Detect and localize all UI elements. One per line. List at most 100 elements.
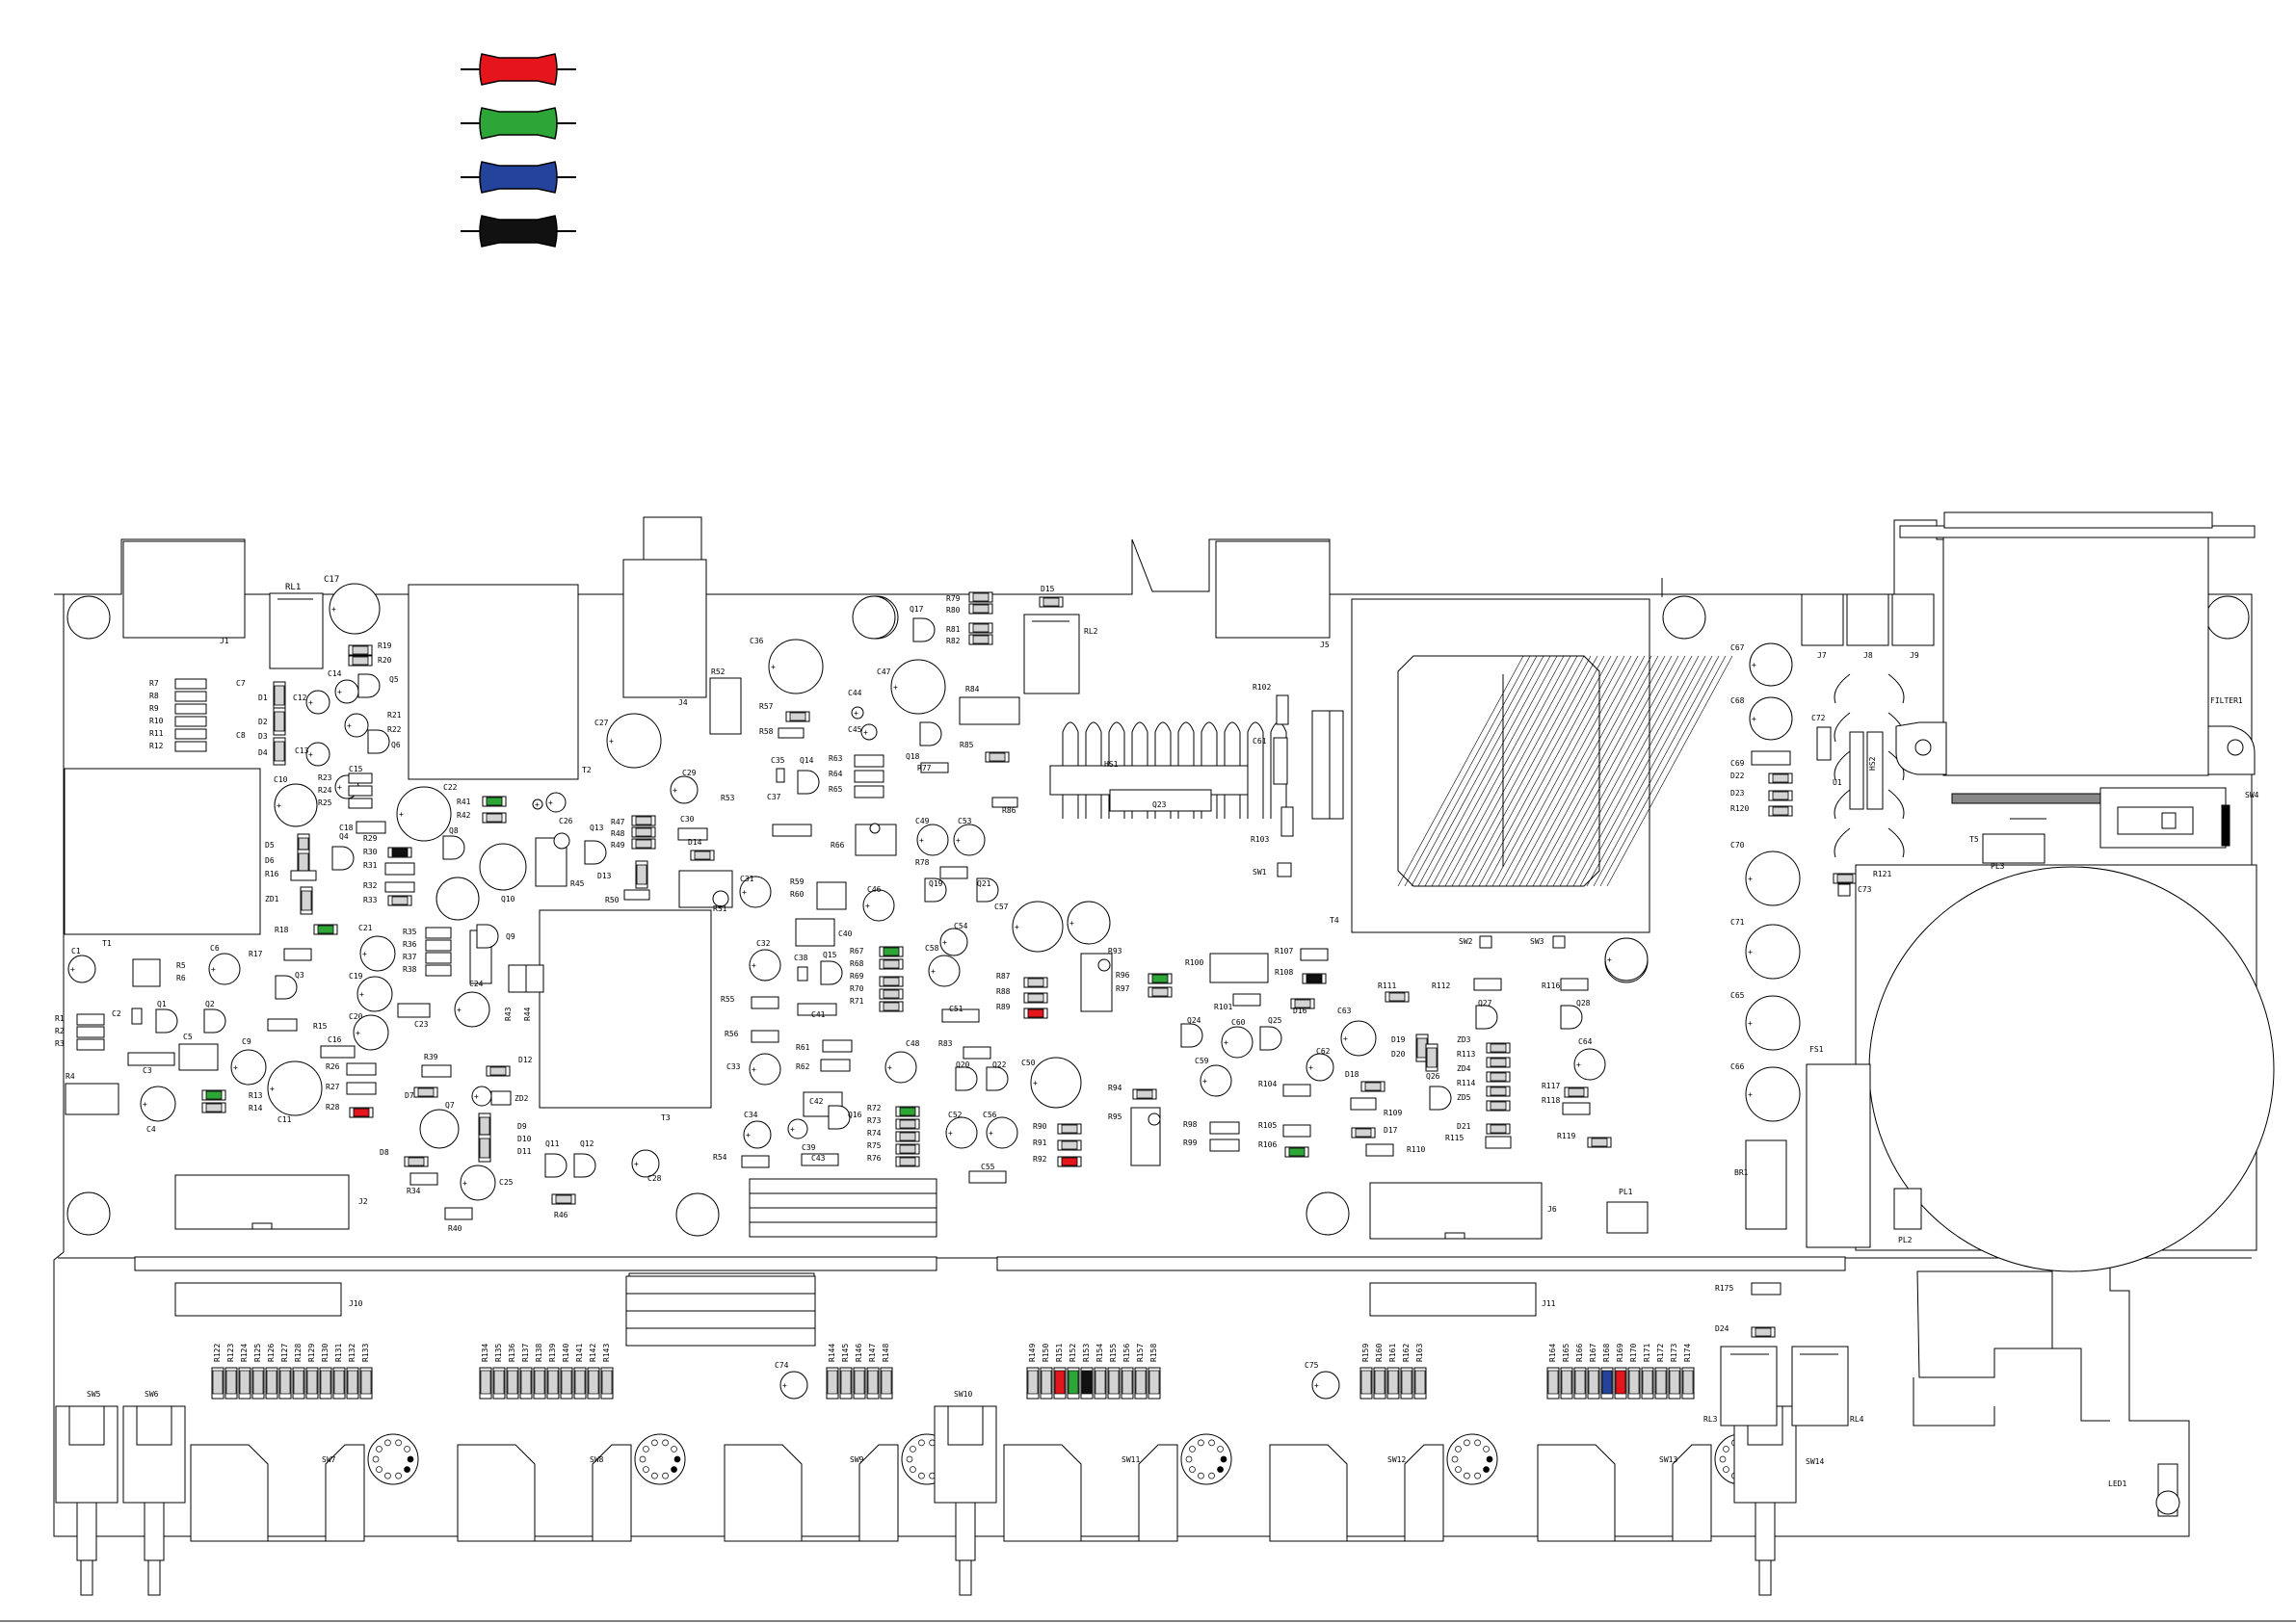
label-q14: Q14 xyxy=(800,756,814,765)
capacitor-c44: + xyxy=(851,706,864,720)
label-r84: R84 xyxy=(965,685,980,694)
label-q10: Q10 xyxy=(501,895,515,903)
bank-label-r125: R125 xyxy=(253,1344,262,1362)
label-q15: Q15 xyxy=(823,951,837,959)
mounting-hole xyxy=(675,1192,720,1237)
transistor-q1 xyxy=(155,1008,178,1034)
label-r77: R77 xyxy=(917,764,932,772)
bank-label-r158: R158 xyxy=(1149,1344,1158,1362)
resistor-r111 xyxy=(1385,991,1410,1003)
label-c29: C29 xyxy=(682,769,697,777)
capacitor-c63: + xyxy=(1340,1020,1377,1057)
resistor-r17 xyxy=(283,948,312,961)
label-q3: Q3 xyxy=(295,971,304,980)
capacitor-c61 xyxy=(1273,737,1288,785)
svg-text:+: + xyxy=(331,605,336,614)
transistor-q15 xyxy=(820,960,843,985)
svg-text:+: + xyxy=(1202,1077,1207,1086)
legend-resistor-green xyxy=(461,107,576,140)
rotary-switch-sw9 xyxy=(724,1433,953,1542)
bank-label-r164: R164 xyxy=(1548,1344,1557,1362)
svg-text:+: + xyxy=(347,721,352,730)
svg-text:+: + xyxy=(535,800,540,809)
capacitor-c48: + xyxy=(884,1051,917,1084)
label-q5: Q5 xyxy=(389,675,399,684)
label-j11: J11 xyxy=(1542,1299,1556,1308)
capacitor-c54: + xyxy=(939,928,968,956)
bank-resistor-r169 xyxy=(1614,1367,1627,1400)
capacitor-c4: + xyxy=(140,1086,176,1122)
label-r115: R115 xyxy=(1445,1134,1464,1142)
capacitor-c21a: + xyxy=(344,713,369,738)
label-c12: C12 xyxy=(293,694,307,702)
label-r21: R21 xyxy=(387,711,402,720)
regulator-r44 xyxy=(525,964,544,993)
bank-label-r131: R131 xyxy=(334,1344,343,1362)
label-r56: R56 xyxy=(725,1030,739,1038)
label-r45: R45 xyxy=(570,879,585,888)
diode-d14 xyxy=(690,850,715,861)
resistor-r3 xyxy=(76,1038,105,1051)
connector-pl1 xyxy=(1606,1201,1649,1234)
capacitor-c71: + xyxy=(1745,924,1801,980)
resistor-r36 xyxy=(425,939,452,952)
svg-text:+: + xyxy=(948,1129,953,1138)
transistor-q27 xyxy=(1475,1005,1498,1030)
label-c55: C55 xyxy=(981,1163,995,1171)
bank-label-r170: R170 xyxy=(1629,1344,1638,1362)
transistor-q4 xyxy=(331,846,355,871)
label-r82: R82 xyxy=(946,637,961,645)
bank-label-r145: R145 xyxy=(841,1344,850,1362)
label-sw7: SW7 xyxy=(322,1455,336,1464)
connector-j1 xyxy=(122,540,246,639)
transistor-q3 xyxy=(275,975,298,1000)
rotary-switch-sw11 xyxy=(1003,1433,1232,1542)
label-c35: C35 xyxy=(771,756,785,765)
capacitor-c21: + xyxy=(359,935,396,972)
label-c61: C61 xyxy=(1253,737,1267,746)
bank-label-r132: R132 xyxy=(348,1344,356,1362)
label-r23: R23 xyxy=(318,773,332,782)
bank-resistor-r138 xyxy=(533,1367,546,1400)
label-r72: R72 xyxy=(867,1104,882,1113)
bank-resistor-r162 xyxy=(1400,1367,1413,1400)
label-sw8: SW8 xyxy=(590,1455,604,1464)
label-c23: C23 xyxy=(414,1020,429,1029)
capacitor-c34: + xyxy=(743,1120,772,1149)
label-c33: C33 xyxy=(726,1062,741,1071)
resistor-r83 xyxy=(963,1046,991,1060)
label-r100: R100 xyxy=(1185,958,1203,967)
capacitor-c17: + xyxy=(329,583,381,635)
label-r81: R81 xyxy=(946,625,961,634)
label-c32: C32 xyxy=(756,939,771,948)
label-c70: C70 xyxy=(1730,841,1745,850)
label-pl2: PL2 xyxy=(1898,1236,1913,1244)
led1 xyxy=(2155,1490,2180,1515)
capacitor-c62: + xyxy=(1306,1053,1334,1082)
svg-text:+: + xyxy=(1607,955,1612,964)
label-r18: R18 xyxy=(275,926,289,934)
svg-text:+: + xyxy=(742,888,747,897)
label-r64: R64 xyxy=(829,770,843,778)
label-q25: Q25 xyxy=(1268,1016,1282,1025)
label-r104: R104 xyxy=(1258,1080,1277,1088)
connector-j3-row xyxy=(749,1192,937,1209)
label-r96: R96 xyxy=(1116,971,1130,980)
label-d1: D1 xyxy=(258,694,268,702)
label-fs1: FS1 xyxy=(1809,1045,1824,1054)
resistor-r116 xyxy=(1560,978,1589,991)
bank-resistor-r161 xyxy=(1386,1367,1400,1400)
switch-sw1 xyxy=(1277,862,1292,877)
transistor-q2 xyxy=(203,1008,226,1034)
label-r114: R114 xyxy=(1457,1079,1475,1087)
transistor-q19 xyxy=(924,877,947,903)
capacitor-c16 xyxy=(320,1045,356,1059)
bank-resistor-r168 xyxy=(1600,1367,1614,1400)
label-r26: R26 xyxy=(326,1062,340,1071)
filter-top xyxy=(1943,511,2213,529)
label-sw10: SW10 xyxy=(954,1390,972,1399)
label-rl2: RL2 xyxy=(1084,627,1098,636)
capacitor-c57: + xyxy=(1012,901,1064,953)
label-c48: C48 xyxy=(906,1039,920,1048)
label-r4: R4 xyxy=(66,1072,75,1081)
